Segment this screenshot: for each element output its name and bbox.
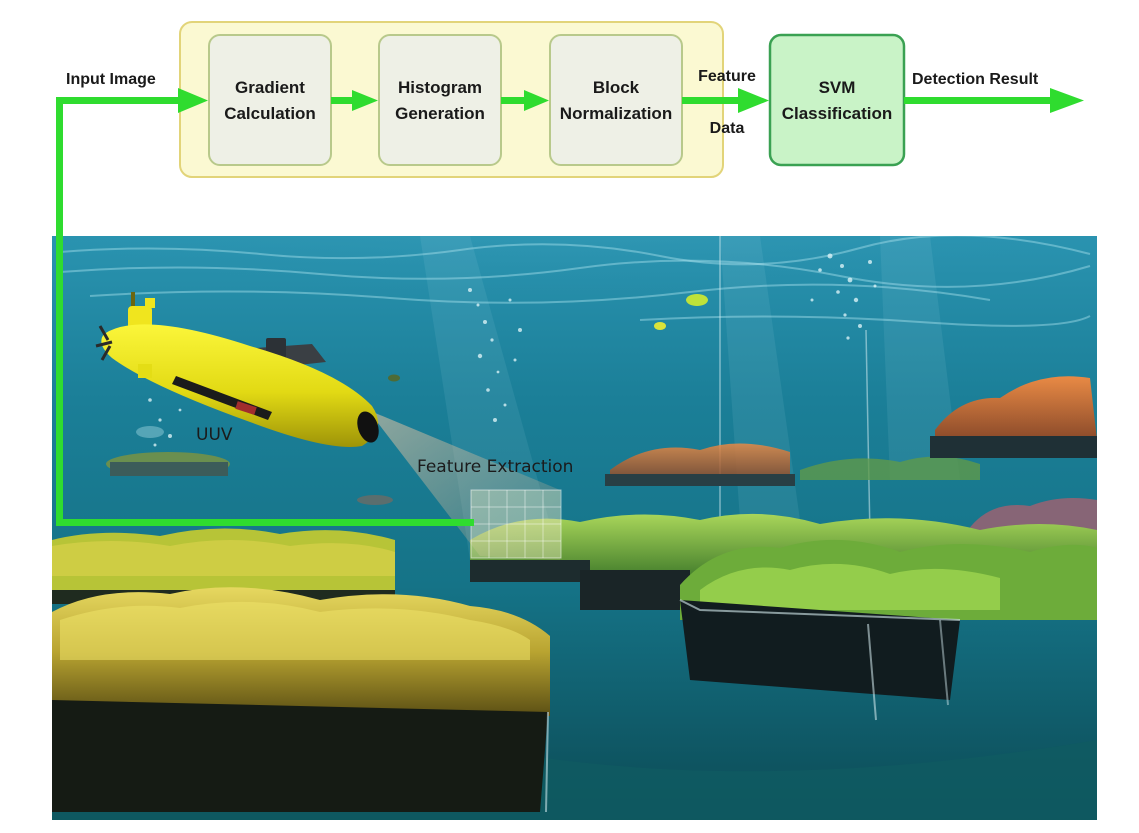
arrow-shaft-gradient-histogram bbox=[331, 97, 355, 104]
step-label-line2: Generation bbox=[395, 104, 485, 123]
arrow-shaft-detection-result bbox=[904, 97, 1054, 104]
step-label-line2: Calculation bbox=[224, 104, 316, 123]
input-loop-overlay bbox=[56, 236, 474, 526]
far-coral-beds bbox=[106, 376, 1097, 542]
arrow-shaft-feature-data bbox=[682, 97, 742, 104]
feature-data-label-line2: Data bbox=[710, 120, 745, 137]
uuv-label: UUV bbox=[196, 425, 233, 445]
bubble-columns bbox=[148, 253, 877, 447]
arrow-shaft-input bbox=[56, 97, 184, 104]
pipeline-flow: Gradient Calculation Histogram Generatio… bbox=[56, 21, 1084, 526]
input-image-label: Input Image bbox=[66, 71, 156, 88]
arrow-head-input bbox=[178, 88, 208, 113]
svm-classification-node: SVM Classification bbox=[768, 33, 906, 167]
arrow-head-histogram-normalization bbox=[524, 90, 549, 111]
uuv-submarine-icon bbox=[95, 292, 379, 447]
svm-label-line2: Classification bbox=[782, 104, 893, 123]
arrow-head-gradient-histogram bbox=[352, 90, 378, 111]
step-label-line1: Block bbox=[593, 78, 640, 97]
fish-group bbox=[357, 294, 708, 505]
pipeline-step-normalization: Block Normalization bbox=[549, 34, 683, 166]
detection-beam bbox=[368, 410, 560, 560]
feature-extraction-window bbox=[470, 489, 562, 559]
foreground-tray bbox=[52, 700, 548, 812]
feature-extraction-label: Feature Extraction bbox=[417, 457, 573, 477]
foreground-coral-beds bbox=[52, 528, 550, 813]
arrow-head-feature-data bbox=[738, 88, 769, 113]
surface-ripples bbox=[59, 236, 1091, 327]
svm-label-line1: SVM bbox=[819, 78, 856, 97]
arrow-shaft-histogram-normalization bbox=[501, 97, 527, 104]
step-label-line1: Histogram bbox=[398, 78, 482, 97]
floating-tray bbox=[680, 600, 960, 700]
arrow-head-detection-result bbox=[1050, 88, 1084, 113]
detection-result-label: Detection Result bbox=[912, 71, 1039, 88]
pipeline-step-gradient: Gradient Calculation bbox=[208, 34, 332, 166]
feature-data-label-line1: Feature bbox=[698, 68, 756, 85]
step-label-line2: Normalization bbox=[560, 104, 672, 123]
underwater-scene: UUV Feature Extraction bbox=[52, 236, 1097, 820]
pipeline-step-histogram: Histogram Generation bbox=[378, 34, 502, 166]
step-label-line1: Gradient bbox=[235, 78, 305, 97]
mid-coral-beds bbox=[470, 513, 1097, 721]
